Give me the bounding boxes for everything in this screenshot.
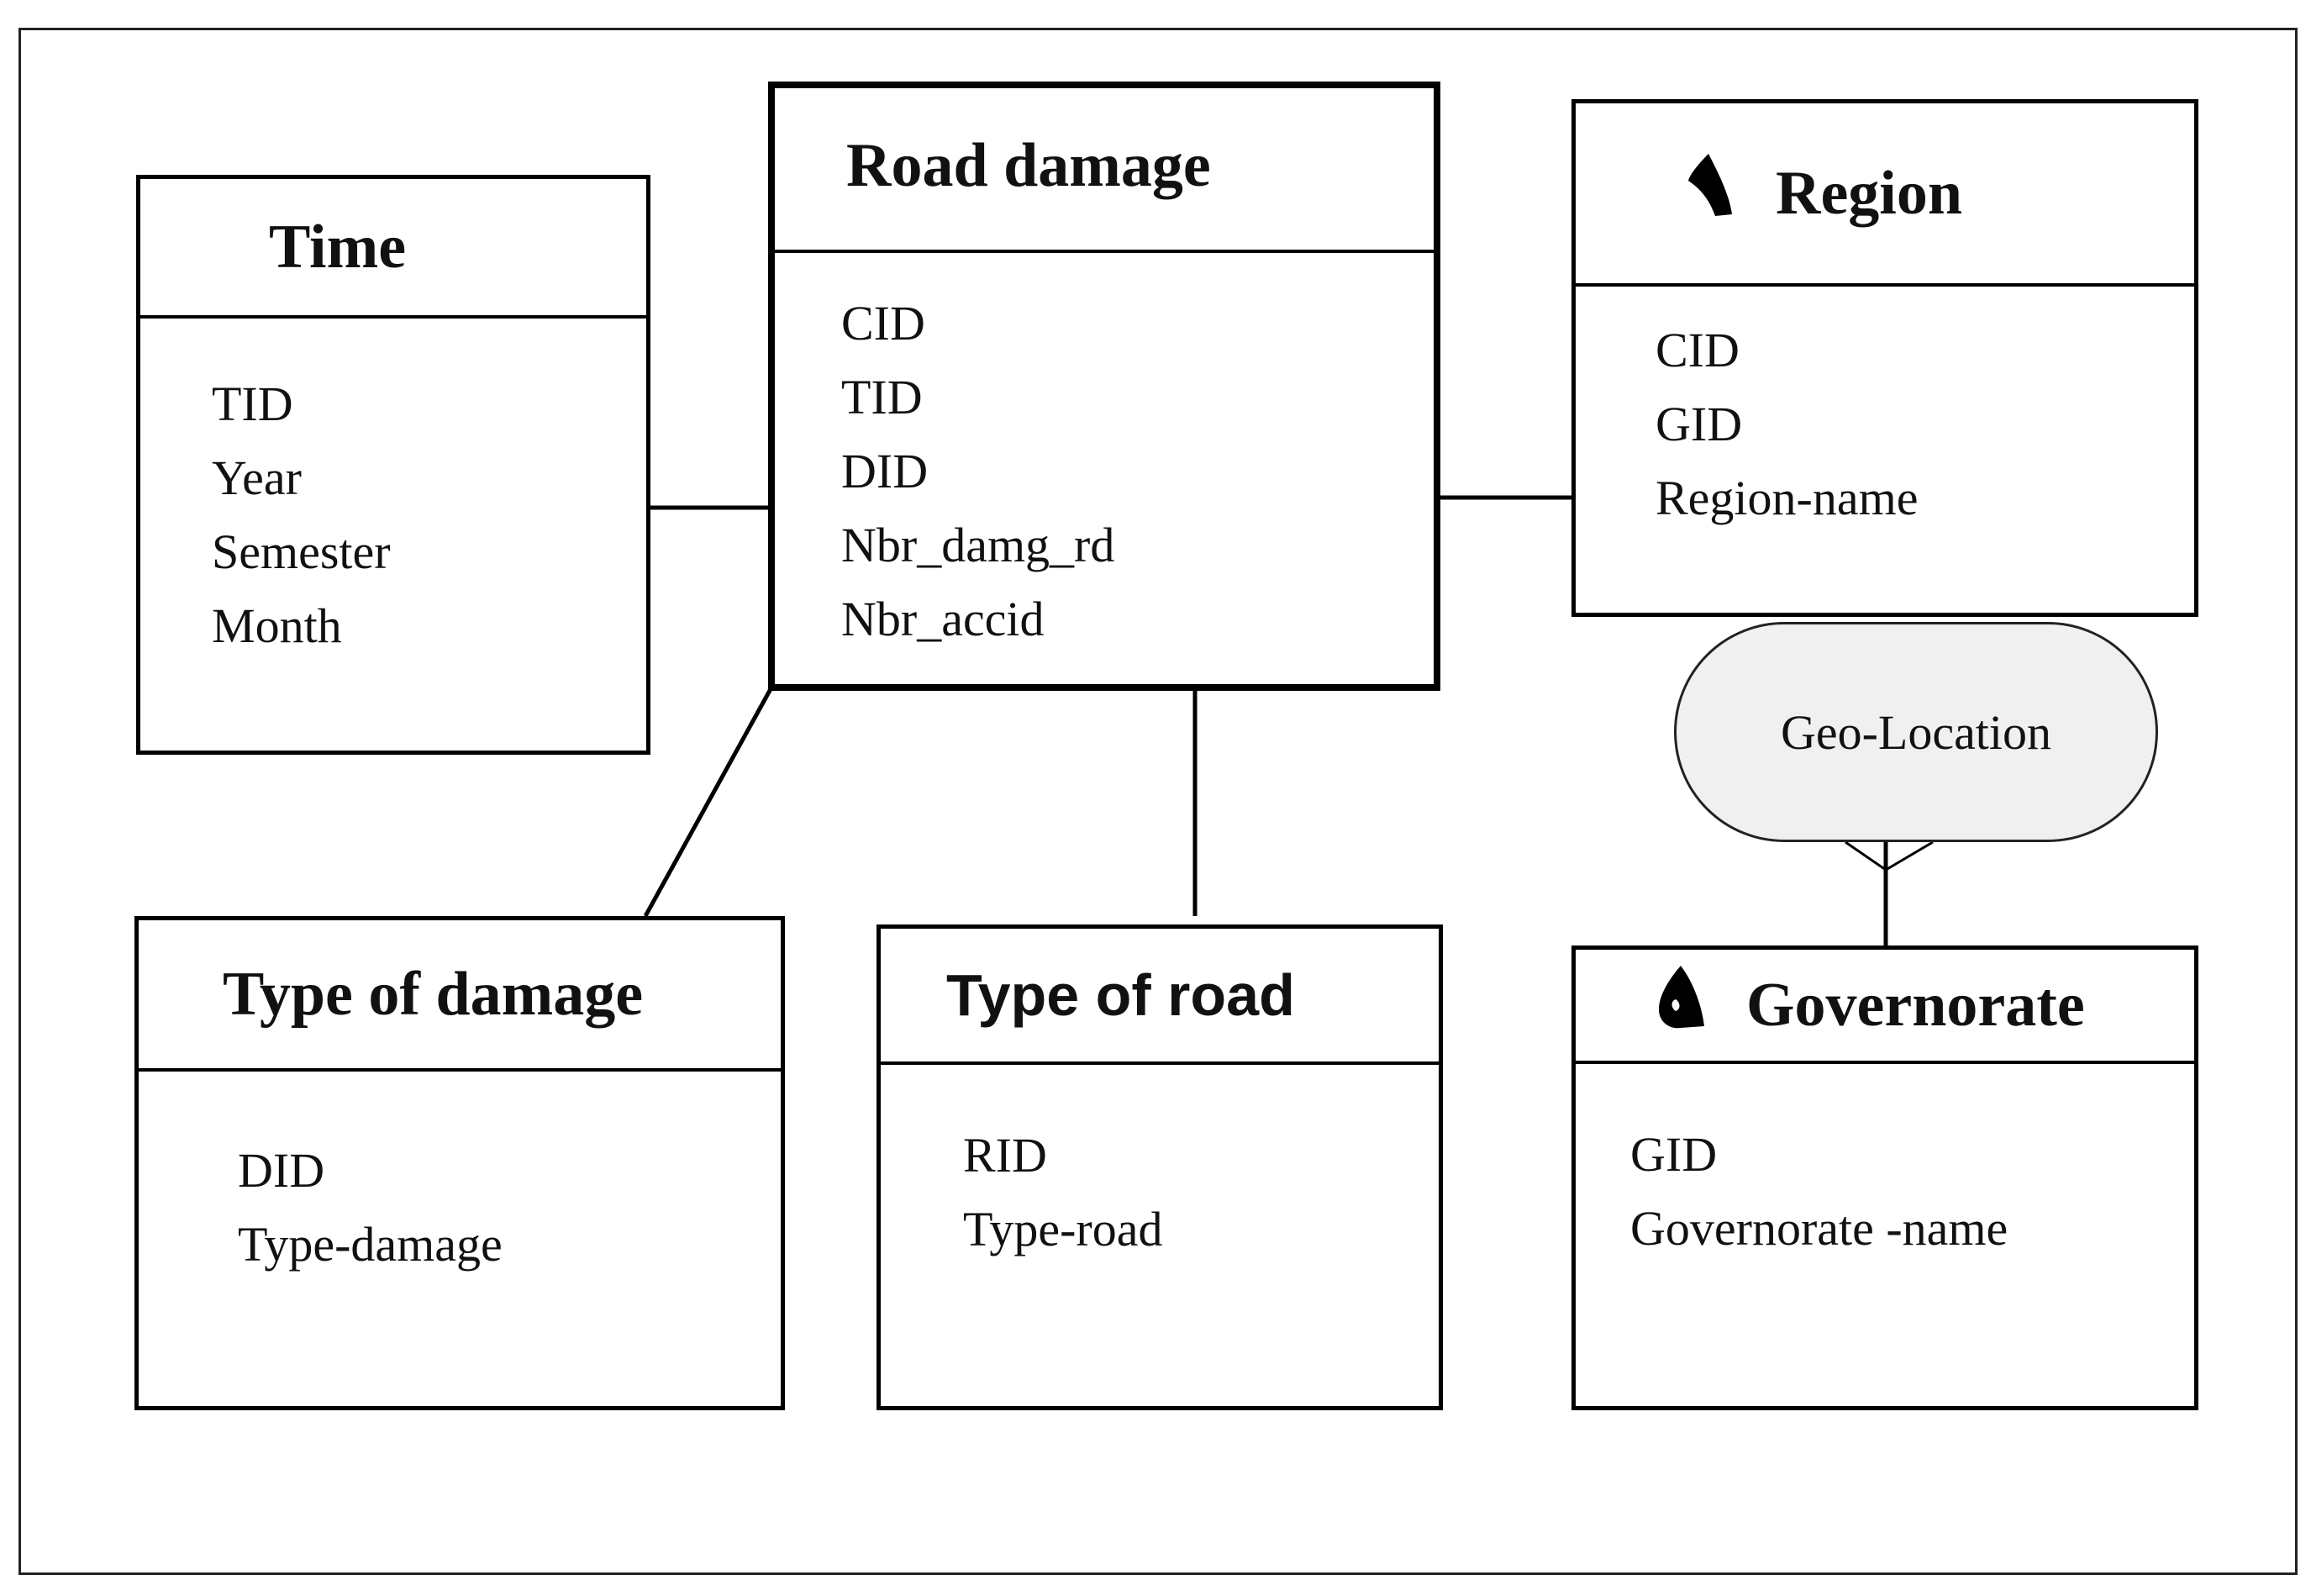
time-title: Time [269, 212, 407, 282]
region-attributes: CID GID Region-name [1576, 313, 2194, 535]
time-attr: TID [212, 377, 293, 431]
type-of-road-title: Type of road [946, 962, 1295, 1028]
type-of-damage-attr: Type-damage [238, 1217, 503, 1272]
geo-shape-icon [1656, 964, 1706, 1047]
governorate-attributes: GID Governorate -name [1576, 1118, 2194, 1266]
type-of-road-header: Type of road [881, 929, 1439, 1065]
geo-location-label: Geo-Location [1780, 704, 2052, 760]
geo-shape-icon [1685, 152, 1735, 235]
region-entity: Region CID GID Region-name [1571, 99, 2198, 617]
region-header: Region [1576, 103, 2194, 287]
road-damage-attr: DID [841, 444, 929, 498]
crowfoot-geo-location [1845, 840, 1934, 872]
governorate-attr: GID [1630, 1127, 1718, 1182]
type-of-damage-attr: DID [238, 1143, 325, 1198]
road-damage-attr: Nbr_accid [841, 592, 1045, 646]
road-damage-title: Road damage [846, 131, 1211, 200]
type-of-damage-header: Type of damage [139, 920, 781, 1072]
diagram-frame [18, 28, 2298, 1575]
time-entity: Time TID Year Semester Month [136, 175, 650, 755]
time-attributes: TID Year Semester Month [140, 367, 646, 663]
time-attr: Month [212, 598, 342, 653]
time-attr: Semester [212, 524, 391, 579]
road-damage-attr: CID [841, 296, 925, 350]
type-of-road-attr: Type-road [963, 1202, 1163, 1256]
time-header: Time [140, 179, 646, 319]
governorate-attr: Governorate -name [1630, 1201, 2008, 1256]
geo-location-hierarchy: Geo-Location [1674, 622, 2158, 842]
type-of-damage-attributes: DID Type-damage [139, 1134, 781, 1282]
region-attr: GID [1656, 397, 1743, 451]
governorate-header: Governorate [1576, 950, 2194, 1064]
region-attr: CID [1656, 323, 1740, 377]
type-of-damage-title: Type of damage [223, 959, 644, 1029]
governorate-title: Governorate [1746, 970, 2085, 1040]
type-of-road-entity: Type of road RID Type-road [876, 924, 1443, 1410]
region-attr: Region-name [1656, 471, 1919, 525]
region-title: Region [1776, 158, 1962, 228]
type-of-damage-entity: Type of damage DID Type-damage [134, 916, 785, 1410]
time-attr: Year [212, 450, 302, 505]
road-damage-attr: TID [841, 370, 923, 424]
road-damage-attr: Nbr_damg_rd [841, 518, 1115, 572]
governorate-entity: Governorate GID Governorate -name [1571, 945, 2198, 1410]
type-of-road-attributes: RID Type-road [881, 1119, 1439, 1267]
road-damage-attributes: CID TID DID Nbr_damg_rd Nbr_accid [775, 287, 1434, 656]
type-of-road-attr: RID [963, 1128, 1047, 1183]
link-fact-type-of-damage [643, 686, 774, 918]
road-damage-fact: Road damage CID TID DID Nbr_damg_rd Nbr_… [768, 82, 1440, 691]
road-damage-header: Road damage [775, 88, 1434, 253]
